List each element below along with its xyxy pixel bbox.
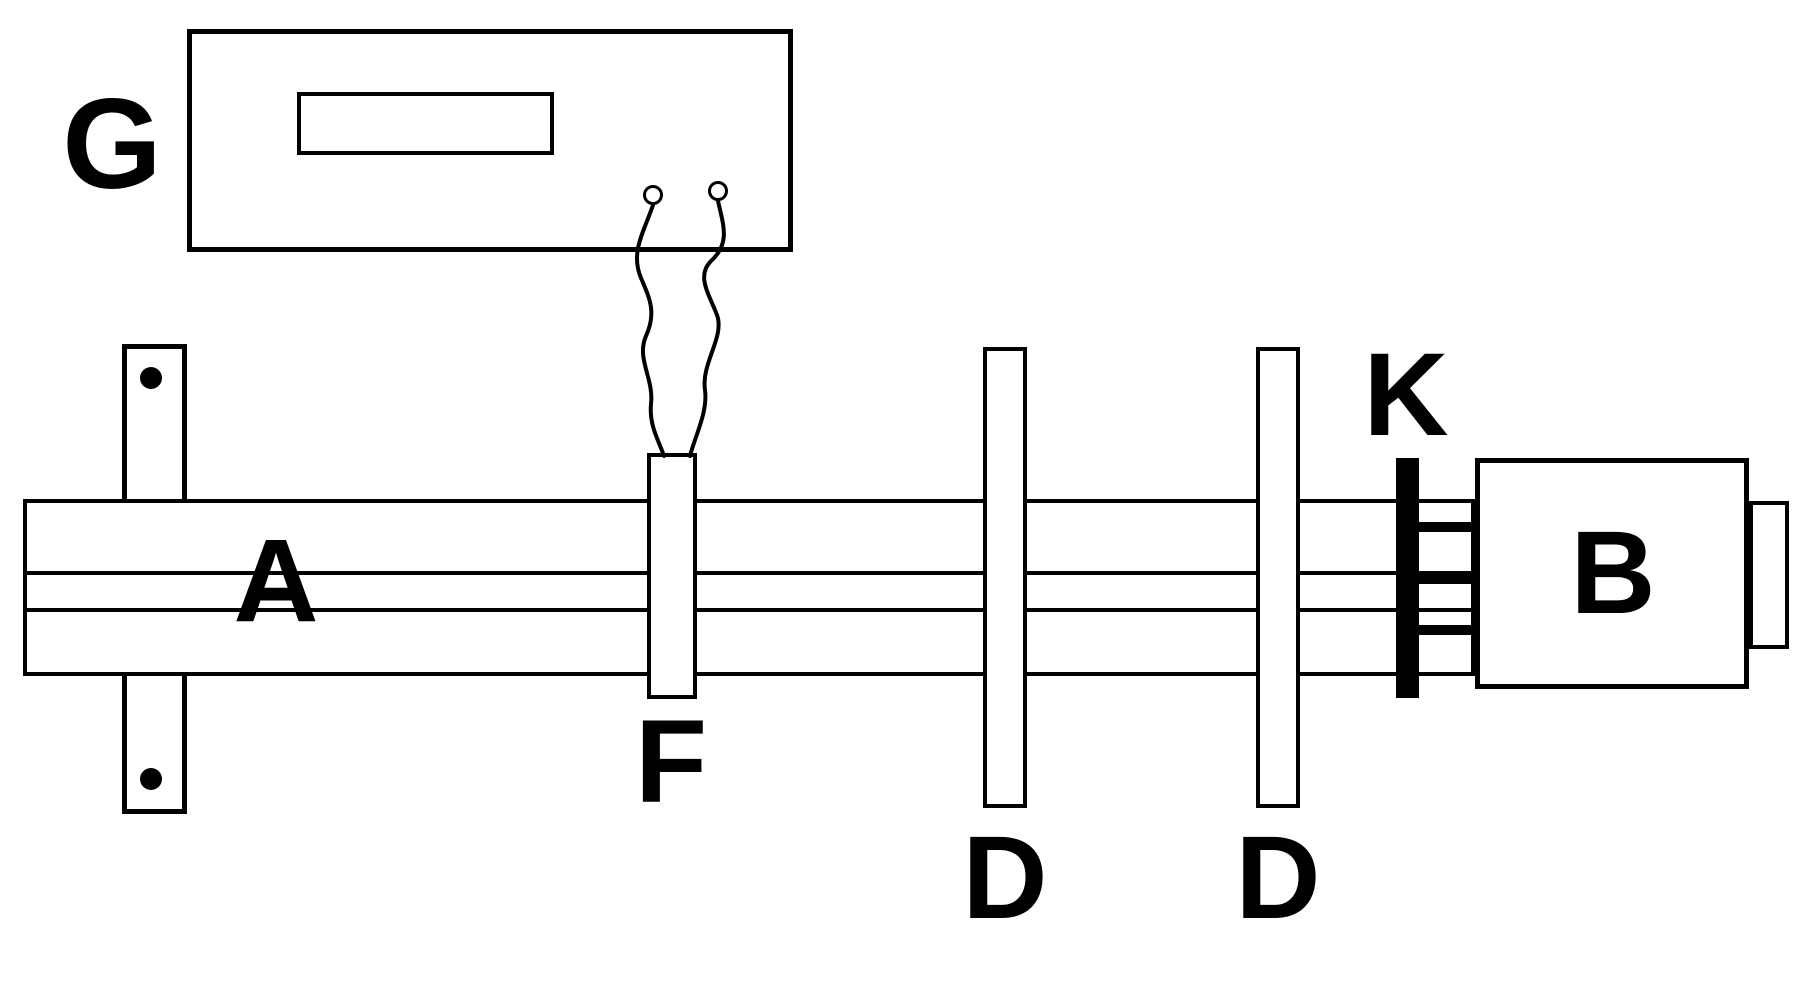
- support-disc-2: [1256, 347, 1300, 808]
- beam-tube: [23, 499, 1475, 676]
- bracket-screw-bottom: [140, 768, 162, 790]
- box-end-tab: [1749, 501, 1789, 649]
- label-beam-A: A: [233, 515, 319, 647]
- fork-rod: [647, 453, 697, 699]
- beam-inner-line-bottom: [23, 608, 1475, 612]
- generator-display: [297, 92, 554, 155]
- coupling-line-2: [1419, 574, 1479, 584]
- clamp-bar: [1396, 458, 1419, 698]
- bracket-screw-top: [140, 367, 162, 389]
- coupling-line-3: [1419, 625, 1479, 635]
- label-generator-G: G: [62, 73, 162, 216]
- label-disc-right-D: D: [1235, 812, 1321, 944]
- label-box-B: B: [1570, 507, 1656, 639]
- signal-generator-box: [187, 29, 793, 252]
- label-fork-F: F: [634, 696, 708, 828]
- beam-inner-line-top: [23, 571, 1475, 575]
- support-disc-1: [983, 347, 1027, 808]
- coupling-line-1: [1419, 522, 1479, 532]
- wire-right: [688, 199, 726, 458]
- detector-box: [1475, 458, 1749, 689]
- label-disc-left-D: D: [962, 812, 1048, 944]
- label-clamp-K: K: [1363, 329, 1449, 461]
- wire-left: [635, 203, 666, 458]
